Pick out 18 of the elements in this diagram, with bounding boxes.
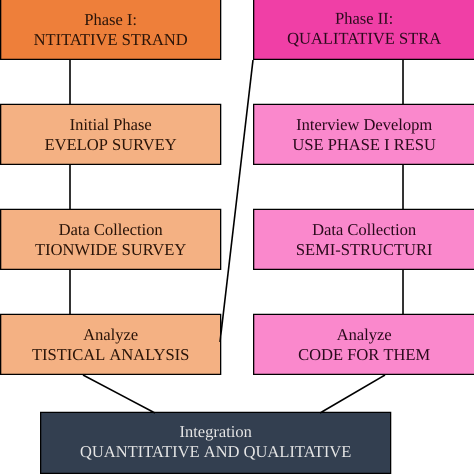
phase-box: Phase I: NTITATIVE STRAND	[0, 0, 222, 60]
connector-line	[320, 374, 386, 414]
process-box: Initial Phase EVELOP SURVEY	[0, 104, 222, 165]
phase-box: Phase II: QUALITATIVE STRA	[253, 0, 474, 60]
connector-line	[82, 374, 156, 414]
process-box: Analyze TISTICAL ANALYSIS	[0, 314, 222, 375]
connector-line	[402, 270, 404, 315]
process-box: Data Collection TIONWIDE SURVEY	[0, 208, 222, 270]
connector-line	[69, 60, 71, 105]
connector-line	[219, 60, 254, 342]
connector-line	[402, 60, 404, 105]
process-box: Analyze CODE FOR THEM	[253, 314, 474, 375]
integration-box: Integration QUANTITATIVE AND QUALITATIVE	[40, 412, 392, 474]
process-box: Interview Developm USE PHASE I RESU	[253, 104, 474, 165]
process-box: Data Collection SEMI-STRUCTURI	[253, 208, 474, 270]
connector-line	[69, 270, 71, 315]
connector-line	[69, 165, 71, 210]
connector-line	[402, 165, 404, 210]
